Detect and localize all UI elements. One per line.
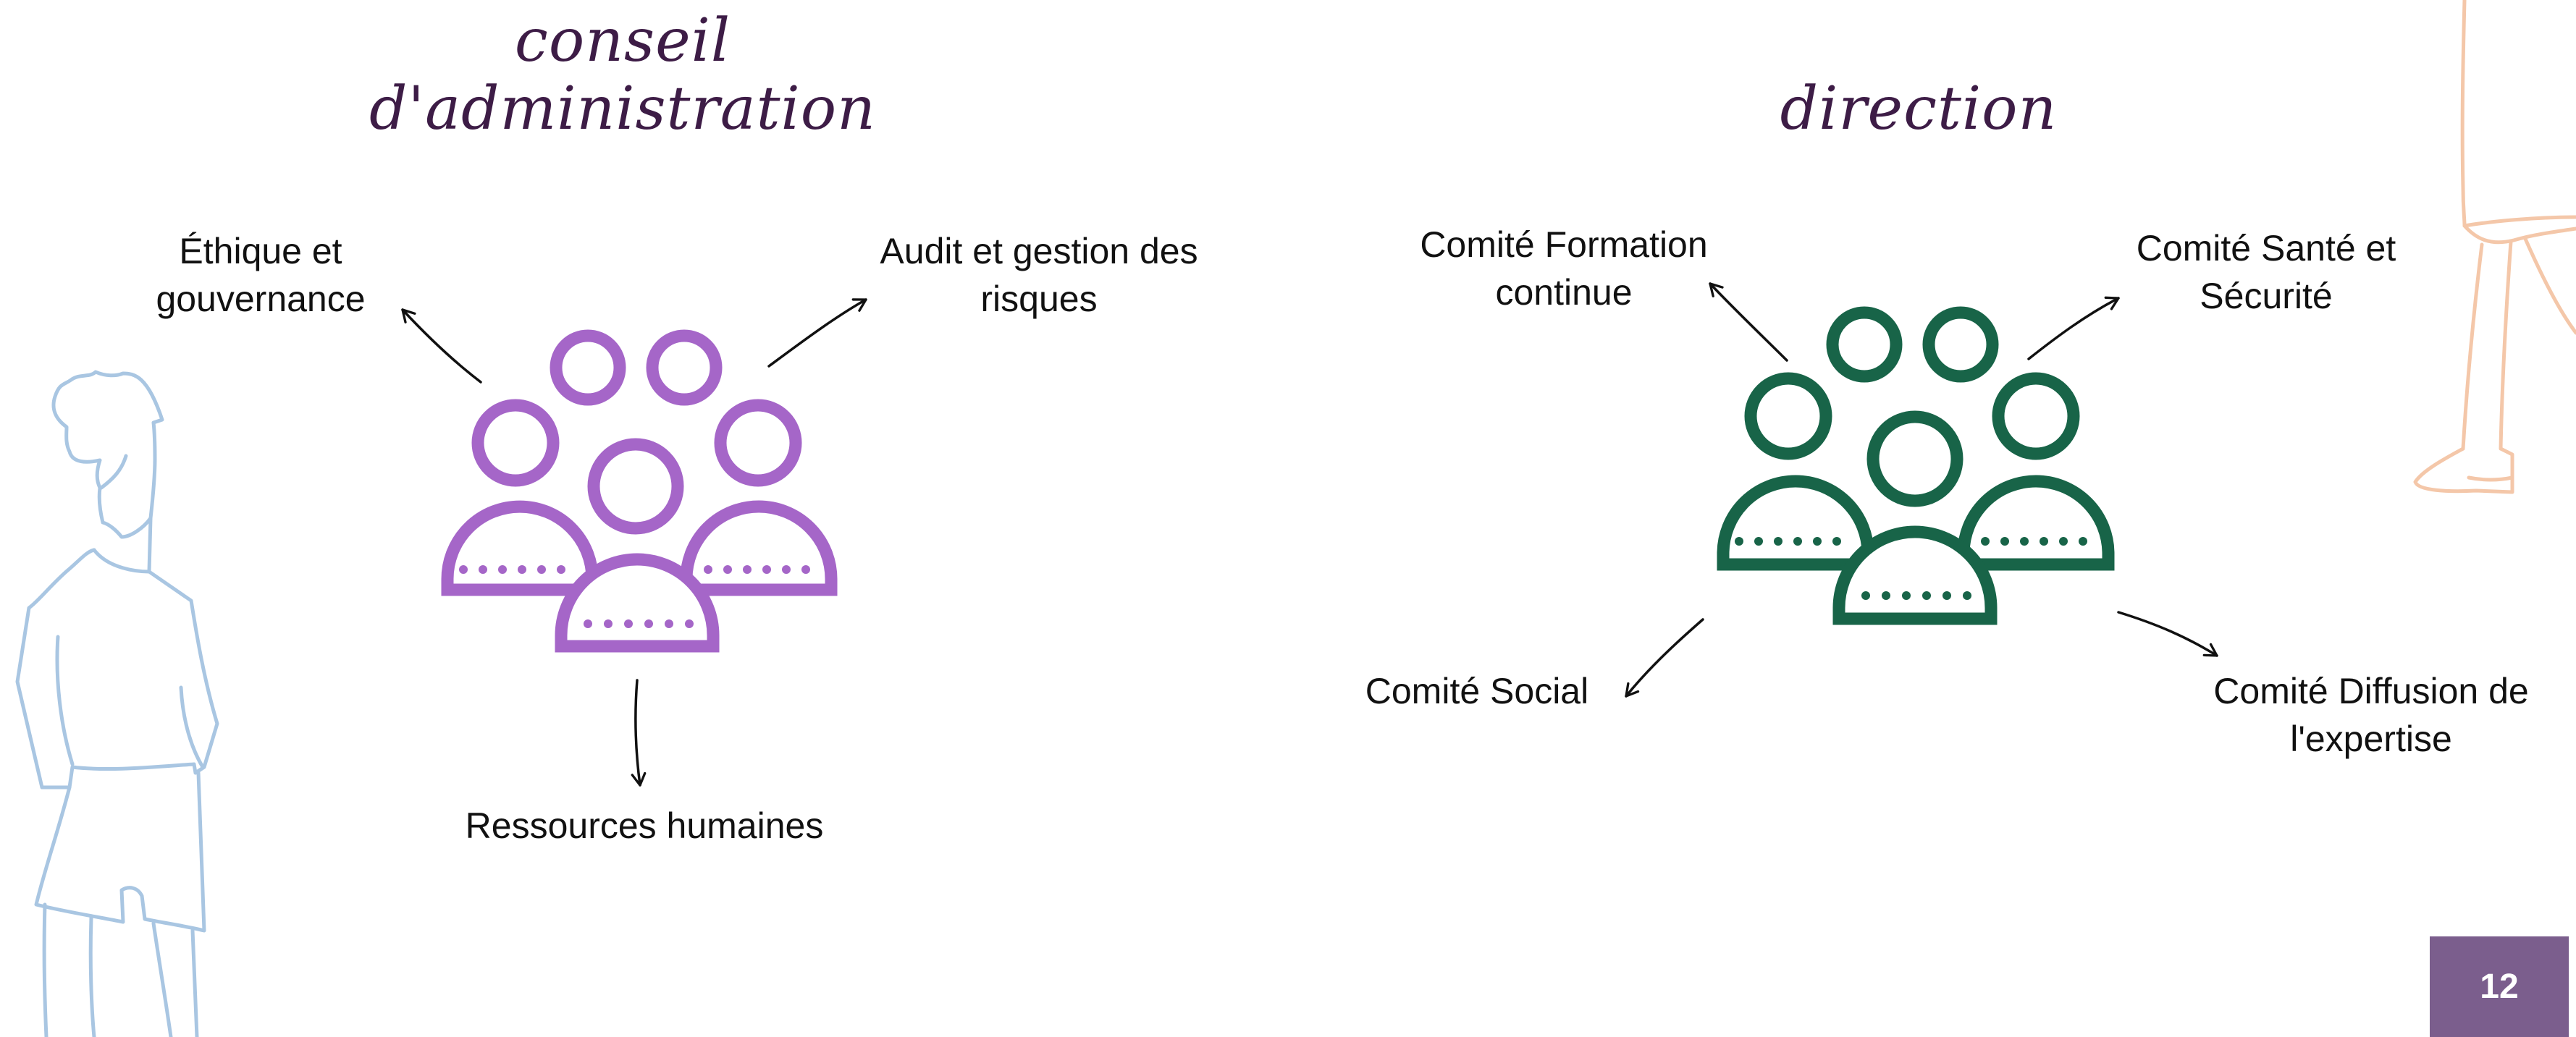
- arrow-to-formation: [1709, 282, 1788, 362]
- arrow-to-diffusion: [2117, 611, 2218, 657]
- board-arrows: [401, 298, 867, 787]
- arrow-to-ethique: [401, 308, 482, 384]
- direction-icon-dots: [1735, 537, 2087, 600]
- person-leg-illustration-icon: [2413, 0, 2576, 494]
- arrow-to-rh: [631, 679, 647, 787]
- direction-people-group-icon: [1717, 306, 2115, 625]
- board-heading-line1: conseil: [514, 7, 731, 75]
- label-ressources-humaines: Ressources humaines: [465, 805, 824, 846]
- arrow-to-sante: [2027, 296, 2120, 360]
- board-icon-dots: [459, 565, 810, 628]
- page-number: 12: [2480, 968, 2519, 1006]
- board-heading: conseil d'administration: [311, 7, 934, 144]
- label-formation-continue: Comité Formation continue: [1420, 224, 1708, 313]
- label-audit-risques: Audit et gestion des risques: [880, 231, 1198, 319]
- page-number-badge: 12: [2430, 936, 2569, 1037]
- direction-heading: direction: [1780, 75, 2058, 143]
- person-illustration-icon: [15, 370, 219, 1037]
- label-diffusion-expertise: Comité Diffusion de l'expertise: [2213, 671, 2529, 759]
- label-comite-social: Comité Social: [1365, 671, 1589, 711]
- arrow-to-audit: [767, 298, 867, 368]
- label-sante-securite: Comité Santé et Sécurité: [2136, 228, 2396, 316]
- arrow-to-social: [1625, 618, 1704, 698]
- board-people-group-icon: [441, 329, 838, 653]
- board-heading-line2: d'administration: [369, 75, 876, 144]
- label-ethique-gouvernance: Éthique et gouvernance: [156, 231, 366, 319]
- direction-arrows: [1625, 282, 2218, 698]
